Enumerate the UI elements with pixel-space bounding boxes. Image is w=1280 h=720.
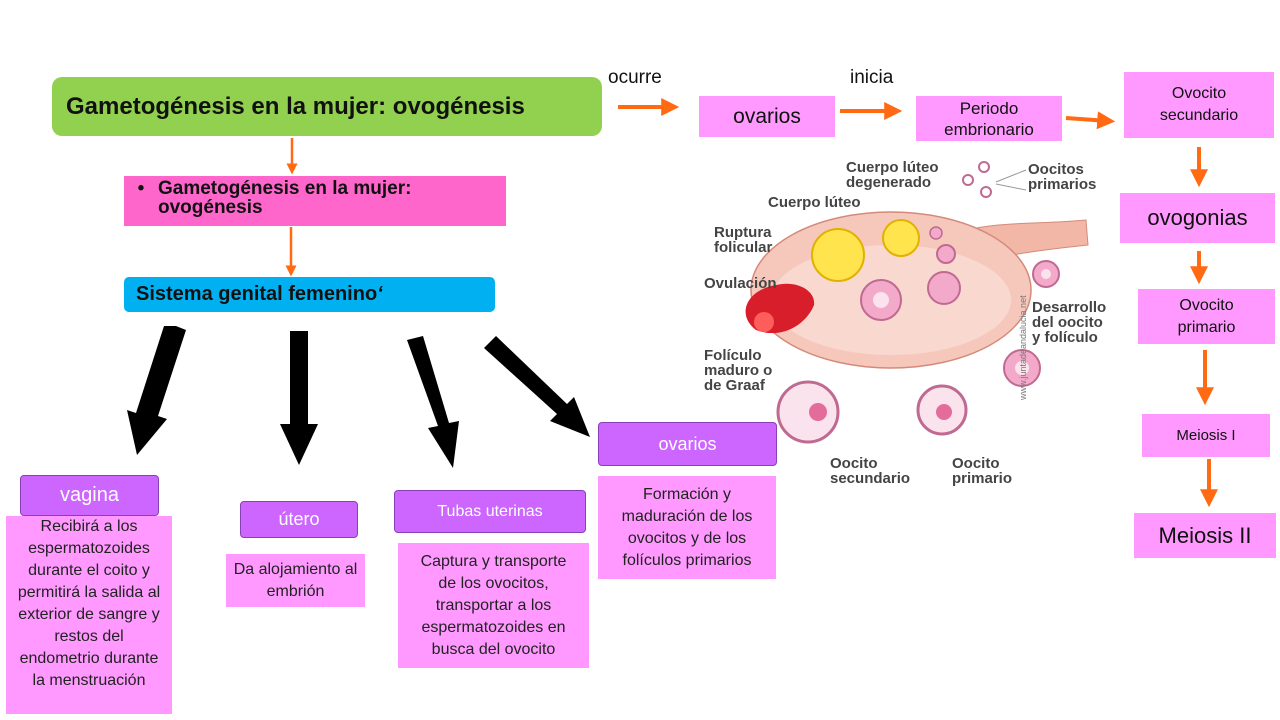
organ-vagina-label-box: vagina bbox=[20, 475, 159, 516]
main-title-box: Gametogénesis en la mujer: ovogénesis bbox=[52, 77, 602, 136]
flow-meiosis2-box: Meiosis II bbox=[1134, 513, 1276, 558]
system-label: Sistema genital femenino bbox=[136, 283, 378, 305]
organ-tubas-desc-box: Captura y transporte de los ovocitos, tr… bbox=[398, 543, 589, 668]
ovary-illustration: Cuerpo lúteo degenerado Oocitos primario… bbox=[696, 150, 1116, 490]
organ-tubas-label-box: Tubas uterinas bbox=[394, 490, 586, 533]
flow-meiosis1-box: Meiosis I bbox=[1142, 414, 1270, 457]
organ-utero-label: útero bbox=[278, 509, 320, 529]
arrow-to-vagina bbox=[127, 326, 186, 455]
system-box: Sistema genital femenino‘ bbox=[124, 277, 495, 312]
illus-oocitos-primarios: Oocitos primarios bbox=[1028, 161, 1097, 193]
flow-ovarios: ovarios bbox=[733, 104, 801, 128]
illus-cuerpo-luteo-degenerado: Cuerpo lúteo degenerado bbox=[846, 159, 939, 191]
flow-ovocito-secundario: Ovocito secundario bbox=[1159, 85, 1239, 124]
label-ocurre: ocurre bbox=[608, 67, 662, 88]
organ-ovarios-desc: Formación y maduración de los ovocitos y… bbox=[621, 485, 753, 569]
flow-periodo-box: Periodo embrionario bbox=[916, 96, 1062, 141]
arrow-to-utero bbox=[280, 331, 318, 465]
illus-cuerpo-luteo: Cuerpo lúteo bbox=[768, 194, 861, 211]
subtitle-box: • Gametogénesis en la mujer: ovogénesis bbox=[124, 176, 506, 226]
arrow-periodo-to-secundario bbox=[1065, 111, 1116, 130]
organ-ovarios-desc-box: Formación y maduración de los ovocitos y… bbox=[598, 476, 776, 579]
organ-vagina-label: vagina bbox=[60, 484, 119, 506]
illus-watermark: www.juntadeandalucia.net bbox=[1018, 295, 1028, 400]
flow-ovogonias-box: ovogonias bbox=[1120, 193, 1275, 243]
flow-ovarios-box: ovarios bbox=[699, 96, 835, 137]
arrow-to-ovarios bbox=[484, 336, 590, 437]
subtitle-text: Gametogénesis en la mujer: ovogénesis bbox=[158, 178, 412, 218]
organ-utero-desc: Da alojamiento al embrión bbox=[233, 560, 358, 600]
flow-ovocito-primario-box: Ovocito primario bbox=[1138, 289, 1275, 344]
system-mark: ‘ bbox=[377, 283, 383, 305]
flow-ovocito-primario: Ovocito primario bbox=[1177, 296, 1236, 336]
illus-desarrollo: Desarrollo del oocito y folículo bbox=[1032, 299, 1107, 346]
flow-meiosis1: Meiosis I bbox=[1176, 427, 1236, 444]
illus-oocito-secundario: Oocito secundario bbox=[830, 455, 911, 487]
subtitle-bullet: • bbox=[137, 178, 145, 199]
organ-ovarios-label-box: ovarios bbox=[598, 422, 777, 466]
organ-utero-desc-box: Da alojamiento al embrión bbox=[226, 554, 365, 607]
illus-ruptura-folicular: Ruptura folicular bbox=[714, 224, 773, 256]
label-inicia: inicia bbox=[850, 67, 894, 88]
flow-ovocito-secundario-box: Ovocito secundario bbox=[1124, 72, 1274, 138]
ovary-drawing bbox=[745, 161, 1089, 444]
organ-tubas-desc: Captura y transporte de los ovocitos, tr… bbox=[420, 552, 567, 658]
illus-foliculo-maduro: Folículo maduro o de Graaf bbox=[704, 347, 773, 394]
organ-vagina-desc-box: Recibirá a los espermatozoides durante e… bbox=[6, 516, 172, 714]
illus-ovulacion: Ovulación bbox=[704, 275, 777, 292]
flow-meiosis2: Meiosis II bbox=[1158, 522, 1252, 548]
flow-ovogonias: ovogonias bbox=[1147, 205, 1248, 230]
flow-periodo: Periodo embrionario bbox=[944, 98, 1034, 139]
illus-oocito-primario: Oocito primario bbox=[952, 455, 1013, 487]
main-title: Gametogénesis en la mujer: ovogénesis bbox=[66, 92, 525, 120]
organ-vagina-desc: Recibirá a los espermatozoides durante e… bbox=[17, 518, 161, 689]
black-arrows bbox=[127, 326, 590, 468]
organ-tubas-label: Tubas uterinas bbox=[437, 502, 543, 520]
organ-ovarios-label: ovarios bbox=[658, 433, 717, 454]
organ-utero-label-box: útero bbox=[240, 501, 358, 538]
arrow-to-tubas bbox=[407, 336, 459, 468]
